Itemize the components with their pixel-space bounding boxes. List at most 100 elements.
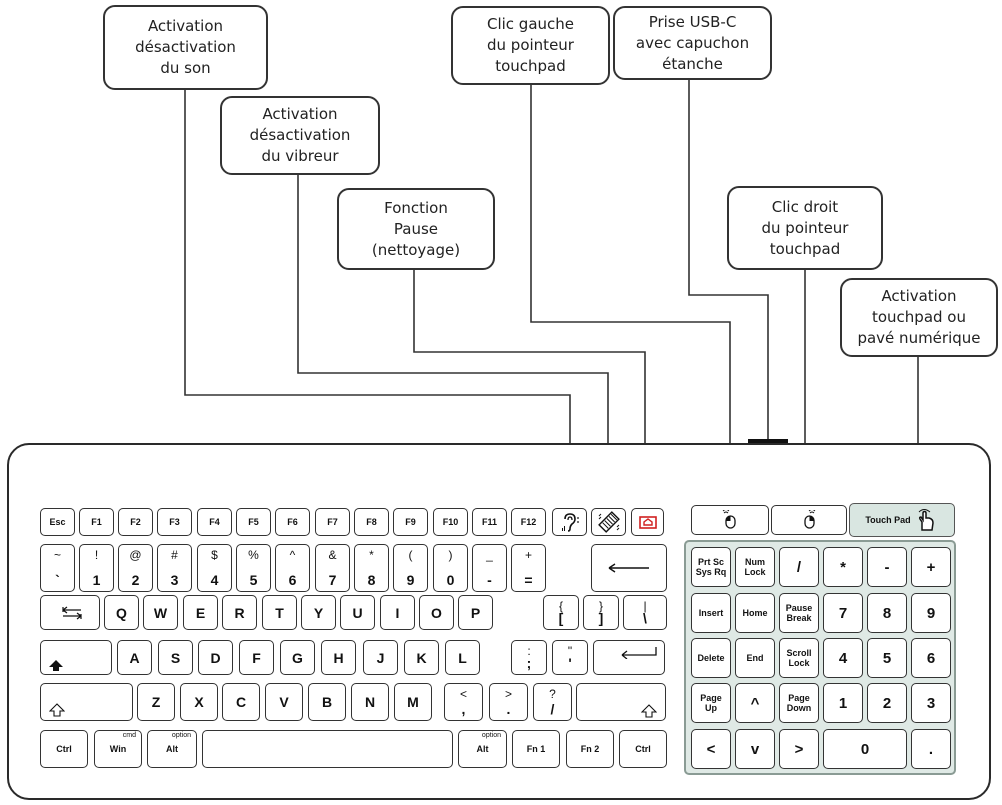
numpad-key-sym[interactable]: + [911, 547, 951, 587]
key-period[interactable]: >. [489, 683, 528, 721]
key-f8[interactable]: F8 [354, 508, 389, 536]
key-a[interactable]: A [117, 640, 152, 675]
numpad-key-4[interactable]: 4 [823, 638, 863, 678]
numpad-key-scroll-lock[interactable]: Scroll Lock [779, 638, 819, 678]
key-8[interactable]: *8 [354, 544, 389, 592]
ctrl-right-key[interactable]: Ctrl [619, 730, 667, 768]
key-7[interactable]: &7 [315, 544, 350, 592]
caps-key[interactable] [40, 640, 112, 675]
key-2[interactable]: @2 [118, 544, 153, 592]
numpad-key-sym[interactable]: < [691, 729, 731, 769]
key-0[interactable]: )0 [433, 544, 468, 592]
key-j[interactable]: J [363, 640, 398, 675]
pause-cleaning-key[interactable] [631, 508, 664, 536]
numpad-key-5[interactable]: 5 [867, 638, 907, 678]
numpad-key-sym[interactable]: / [779, 547, 819, 587]
vibration-toggle-key[interactable] [591, 508, 626, 536]
key-f6[interactable]: F6 [275, 508, 310, 536]
key-r[interactable]: R [222, 595, 257, 630]
key-m[interactable]: M [394, 683, 432, 721]
key-f10[interactable]: F10 [433, 508, 468, 536]
numpad-key-home[interactable]: Home [735, 593, 775, 633]
space-key[interactable] [202, 730, 453, 768]
key-1[interactable]: !1 [79, 544, 114, 592]
key-bracket-left[interactable]: {[ [543, 595, 579, 630]
enter-key[interactable] [593, 640, 665, 675]
numpad-key-delete[interactable]: Delete [691, 638, 731, 678]
numpad-key-3[interactable]: 3 [911, 683, 951, 723]
numpad-key-9[interactable]: 9 [911, 593, 951, 633]
fn2-key[interactable]: Fn 2 [566, 730, 614, 768]
tab-key[interactable] [40, 595, 100, 630]
key-9[interactable]: (9 [393, 544, 428, 592]
key-x[interactable]: X [180, 683, 218, 721]
numpad-key-sym[interactable]: . [911, 729, 951, 769]
key-3[interactable]: #3 [157, 544, 192, 592]
key-w[interactable]: W [143, 595, 178, 630]
numpad-key-7[interactable]: 7 [823, 593, 863, 633]
key-sym[interactable]: _- [472, 544, 507, 592]
numpad-key-sym[interactable]: > [779, 729, 819, 769]
numpad-key-pause-break[interactable]: Pause Break [779, 593, 819, 633]
numpad-key-prt-sc-sys-rq[interactable]: Prt Sc Sys Rq [691, 547, 731, 587]
key-semicolon[interactable]: :; [511, 640, 547, 675]
sound-toggle-key[interactable] [552, 508, 587, 536]
key-f9[interactable]: F9 [393, 508, 428, 536]
key-d[interactable]: D [198, 640, 233, 675]
numpad-key-8[interactable]: 8 [867, 593, 907, 633]
shift-left-key[interactable] [40, 683, 133, 721]
key-6[interactable]: ^6 [275, 544, 310, 592]
key-e[interactable]: E [183, 595, 218, 630]
key-f5[interactable]: F5 [236, 508, 271, 536]
numpad-key-num-lock[interactable]: Num Lock [735, 547, 775, 587]
key-quote[interactable]: "' [552, 640, 588, 675]
key-h[interactable]: H [321, 640, 356, 675]
numpad-key-2[interactable]: 2 [867, 683, 907, 723]
key-q[interactable]: Q [104, 595, 139, 630]
numpad-key-sym[interactable]: - [867, 547, 907, 587]
key-t[interactable]: T [262, 595, 297, 630]
key-f7[interactable]: F7 [315, 508, 350, 536]
key-f3[interactable]: F3 [157, 508, 192, 536]
key-s[interactable]: S [158, 640, 193, 675]
touch-pad-key[interactable]: Touch Pad [849, 503, 955, 537]
left-click-key[interactable] [691, 505, 769, 535]
key-f12[interactable]: F12 [511, 508, 546, 536]
key-g[interactable]: G [280, 640, 315, 675]
key-v[interactable]: V [265, 683, 303, 721]
key-p[interactable]: P [458, 595, 493, 630]
key-k[interactable]: K [404, 640, 439, 675]
key-4[interactable]: $4 [197, 544, 232, 592]
key-f11[interactable]: F11 [472, 508, 507, 536]
key-l[interactable]: L [445, 640, 480, 675]
key-sym[interactable]: += [511, 544, 546, 592]
key-sym[interactable]: ~` [40, 544, 75, 592]
key-f1[interactable]: F1 [79, 508, 114, 536]
key-c[interactable]: C [222, 683, 260, 721]
numpad-key-6[interactable]: 6 [911, 638, 951, 678]
numpad-key-page-down[interactable]: Page Down [779, 683, 819, 723]
numpad-key-sym[interactable]: * [823, 547, 863, 587]
backspace-key[interactable] [591, 544, 667, 592]
key-f[interactable]: F [239, 640, 274, 675]
fn1-key[interactable]: Fn 1 [512, 730, 560, 768]
numpad-key-insert[interactable]: Insert [691, 593, 731, 633]
key-o[interactable]: O [419, 595, 454, 630]
key-f4[interactable]: F4 [197, 508, 232, 536]
key-5[interactable]: %5 [236, 544, 271, 592]
numpad-key-1[interactable]: 1 [823, 683, 863, 723]
key-b[interactable]: B [308, 683, 346, 721]
ctrl-left-key[interactable]: Ctrl [40, 730, 88, 768]
key-i[interactable]: I [380, 595, 415, 630]
key-y[interactable]: Y [301, 595, 336, 630]
key-backslash[interactable]: |\ [623, 595, 667, 630]
numpad-key-sym[interactable]: ^ [735, 683, 775, 723]
key-comma[interactable]: <, [444, 683, 483, 721]
numpad-key-0[interactable]: 0 [823, 729, 907, 769]
key-slash[interactable]: ?/ [533, 683, 572, 721]
key-u[interactable]: U [340, 595, 375, 630]
key-n[interactable]: N [351, 683, 389, 721]
